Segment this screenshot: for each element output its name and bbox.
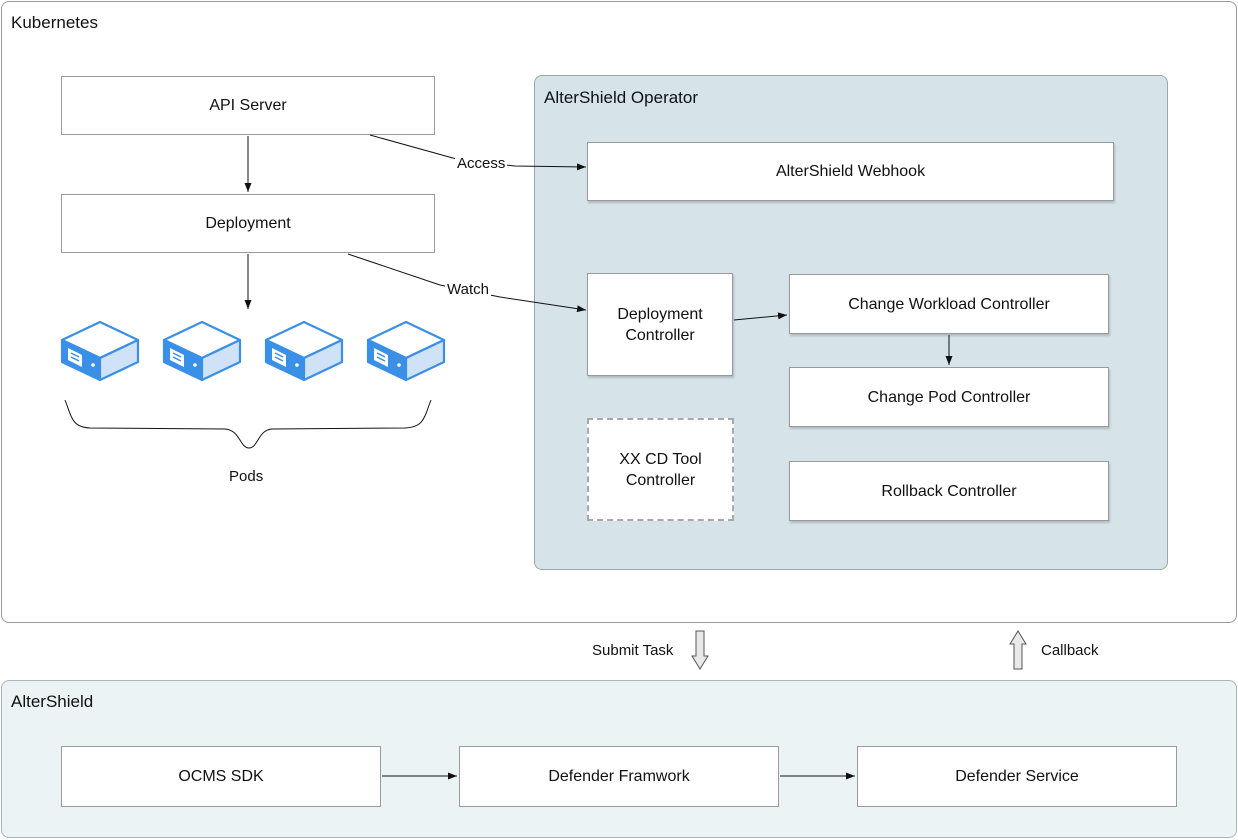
- server-icon: [264, 320, 344, 382]
- defender-service-node: Defender Service: [857, 746, 1177, 807]
- change-workload-controller-node: Change Workload Controller: [789, 274, 1109, 334]
- altershield-operator-title: AlterShield Operator: [544, 88, 699, 107]
- submit-task-label: Submit Task: [592, 642, 674, 659]
- pods-label: Pods: [229, 468, 264, 485]
- ocms-sdk-node: OCMS SDK: [61, 746, 381, 807]
- server-icon: [162, 320, 242, 382]
- server-icon: [60, 320, 140, 382]
- server-icon: [366, 320, 446, 382]
- altershield-title: AlterShield: [11, 692, 94, 711]
- altershield-webhook-node: AlterShield Webhook: [587, 142, 1114, 201]
- rollback-controller-node: Rollback Controller: [789, 461, 1109, 521]
- deployment-node: Deployment: [61, 194, 435, 253]
- callback-label: Callback: [1041, 642, 1099, 659]
- watch-label: Watch: [445, 281, 491, 299]
- callback-arrow: [1009, 630, 1027, 670]
- api-server-node: API Server: [61, 76, 435, 135]
- xx-cd-tool-controller-node: XX CD Tool Controller: [587, 418, 734, 521]
- access-label: Access: [455, 155, 508, 173]
- kubernetes-title: Kubernetes: [11, 13, 98, 32]
- change-pod-controller-node: Change Pod Controller: [789, 367, 1109, 427]
- defender-framework-node: Defender Framwork: [459, 746, 779, 807]
- deployment-controller-node: Deployment Controller: [587, 273, 733, 376]
- submit-task-arrow: [691, 630, 709, 670]
